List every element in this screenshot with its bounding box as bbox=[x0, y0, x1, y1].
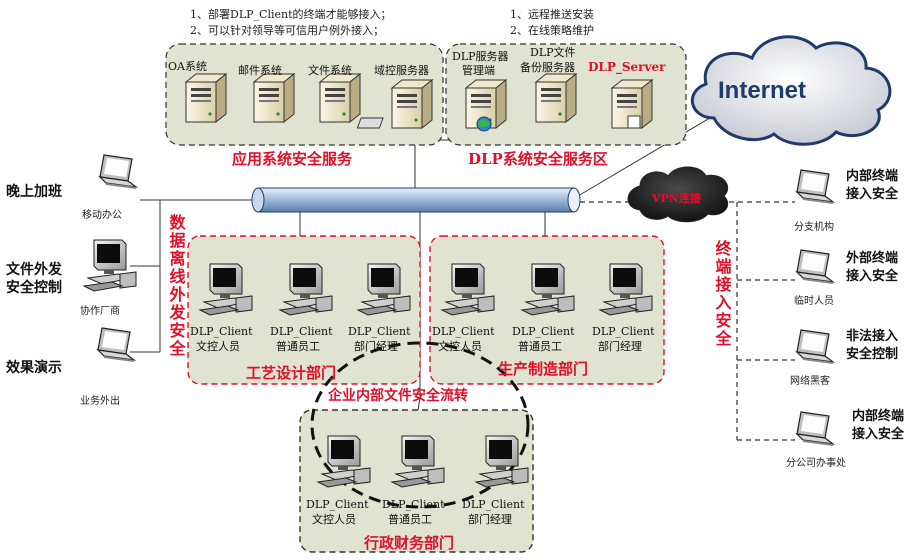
remote-dashed-lines bbox=[580, 201, 795, 441]
prod-client-2-name: DLP_Client bbox=[512, 325, 575, 338]
prod-client-2-role: 普通员工 bbox=[518, 339, 562, 353]
prod-client-1-role: 文控人员 bbox=[438, 339, 482, 353]
file-server-icon bbox=[319, 73, 361, 123]
dlp-manager-server-icon bbox=[465, 79, 507, 132]
fin-client-3-role: 部门经理 bbox=[468, 512, 512, 526]
fin-client-2-name: DLP_Client bbox=[382, 498, 445, 511]
dlp-zone-title: DLP系统安全服务区 bbox=[468, 150, 608, 168]
internal-access2-label-1: 内部终端 bbox=[852, 408, 904, 424]
hacker-caption: 网络黑客 bbox=[790, 374, 830, 387]
craft-client-3-name: DLP_Client bbox=[348, 325, 411, 338]
dlp-note-line1: 1、远程推送安装 bbox=[510, 7, 594, 21]
mail-server-label: 邮件系统 bbox=[238, 64, 282, 77]
dlp-backup-label-1: DLP文件 bbox=[530, 45, 576, 59]
fin-client-1-role: 文控人员 bbox=[312, 512, 356, 526]
demo-label: 效果演示 bbox=[6, 359, 62, 376]
offline-outbound-label: 数据离线外发安全 bbox=[167, 213, 187, 358]
vpn-cloud-icon bbox=[627, 166, 729, 223]
mail-server-icon bbox=[253, 73, 295, 123]
dlp-server-icon bbox=[611, 79, 653, 129]
mobile-office-laptop-icon bbox=[99, 154, 137, 190]
craft-client-1-role: 文控人员 bbox=[196, 339, 240, 353]
app-zone-title: 应用系统安全服务 bbox=[232, 150, 353, 168]
dlp-backup-server-icon bbox=[535, 73, 577, 123]
oa-server-icon bbox=[185, 73, 227, 123]
file-out-label-2: 安全控制 bbox=[6, 279, 62, 296]
business-trip-laptop-icon bbox=[97, 327, 135, 363]
vpn-label: VPN连接 bbox=[651, 191, 701, 205]
business-label: 业务外出 bbox=[80, 394, 120, 407]
internal-flow-label: 企业内部文件安全流转 bbox=[327, 387, 468, 404]
fin-client-3-name: DLP_Client bbox=[462, 498, 525, 511]
craft-client-1-name: DLP_Client bbox=[190, 325, 253, 338]
file-server-label: 文件系统 bbox=[308, 63, 352, 77]
prod-client-3-role: 部门经理 bbox=[598, 339, 642, 353]
prod-client-3-name: DLP_Client bbox=[592, 325, 655, 338]
dlp-server-label: DLP_Server bbox=[588, 60, 666, 75]
craft-client-2-role: 普通员工 bbox=[276, 339, 320, 353]
overtime-label: 晚上加班 bbox=[6, 183, 62, 200]
fin-client-1-name: DLP_Client bbox=[306, 498, 369, 511]
partner-label: 协作厂商 bbox=[80, 304, 120, 317]
app-note-line1: 1、部署DLP_Client的终端才能够接入； bbox=[190, 7, 392, 21]
file-out-label-1: 文件外发 bbox=[6, 261, 63, 278]
app-note-line2: 2、可以针对领导等可信用户例外接入； bbox=[190, 23, 384, 37]
craft-client-2-name: DLP_Client bbox=[270, 325, 333, 338]
domain-server-label: 域控服务器 bbox=[374, 63, 429, 77]
dlp-note-line2: 2、在线策略维护 bbox=[510, 23, 594, 37]
temp-staff-caption: 临时人员 bbox=[794, 294, 834, 307]
illegal-access-label-2: 安全控制 bbox=[846, 346, 898, 362]
internal-access-label-2: 接入安全 bbox=[846, 186, 899, 202]
branch-caption: 分支机构 bbox=[794, 220, 834, 233]
internet-label: Internet bbox=[718, 77, 806, 104]
temp-staff-laptop-icon bbox=[796, 249, 834, 285]
craft-client-3-role: 部门经理 bbox=[354, 339, 398, 353]
prod-client-1-name: DLP_Client bbox=[432, 325, 495, 338]
illegal-access-label-1: 非法接入 bbox=[846, 328, 898, 344]
internal-access-label-1: 内部终端 bbox=[846, 168, 898, 184]
craft-dept-title: 工艺设计部门 bbox=[246, 364, 336, 382]
internet-cloud-icon bbox=[690, 35, 892, 146]
branch-office-laptop-icon bbox=[796, 411, 834, 447]
dlp-manager-label-1: DLP服务器 bbox=[452, 50, 509, 63]
fin-client-2-role: 普通员工 bbox=[388, 512, 432, 526]
external-access-label-1: 外部终端 bbox=[845, 250, 898, 266]
dlp-manager-label-2: 管理端 bbox=[462, 63, 495, 77]
internal-access2-label-2: 接入安全 bbox=[852, 426, 905, 442]
mobile-office-label: 移动办公 bbox=[82, 208, 122, 221]
domain-server-icon bbox=[356, 79, 433, 129]
branch-laptop-icon bbox=[796, 169, 834, 205]
hacker-laptop-icon bbox=[796, 329, 834, 365]
finance-dept-title: 行政财务部门 bbox=[363, 534, 454, 552]
production-dept-title: 生产制造部门 bbox=[498, 360, 588, 378]
dlp-backup-label-2: 备份服务器 bbox=[520, 60, 575, 74]
terminal-access-label: 终端接入安全 bbox=[713, 239, 733, 348]
partner-pc-icon bbox=[83, 239, 137, 292]
external-access-label-2: 接入安全 bbox=[846, 268, 899, 284]
flow-circle bbox=[310, 341, 530, 509]
network-backbone bbox=[251, 187, 581, 213]
branch-office-caption: 分公司办事处 bbox=[786, 456, 846, 469]
oa-server-label: OA系统 bbox=[168, 60, 207, 73]
